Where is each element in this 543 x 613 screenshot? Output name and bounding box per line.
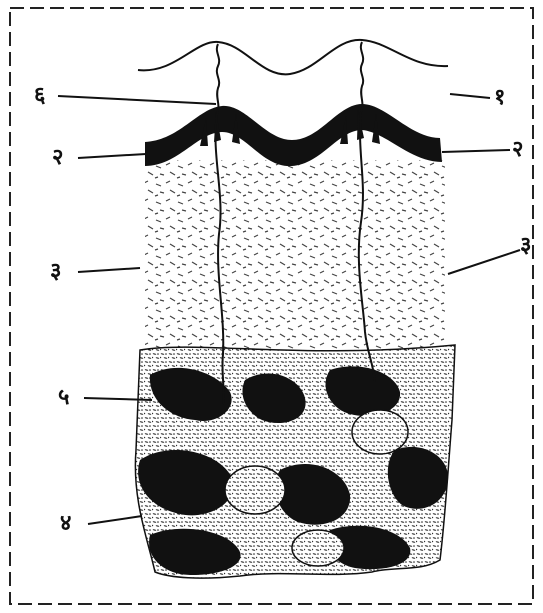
- leader-line-epidermis-right: [442, 150, 510, 152]
- leader-line-epidermis-left: [78, 154, 146, 158]
- epidermis-band: [145, 104, 442, 166]
- label-duct: ६: [34, 84, 45, 106]
- leader-line-surface: [450, 94, 490, 98]
- label-deep-layer: ४: [60, 512, 71, 534]
- dermis-region: [145, 160, 445, 360]
- label-surface: १: [494, 86, 505, 108]
- leader-line-duct: [58, 96, 216, 104]
- leader-line-dermis-left: [78, 268, 140, 272]
- pale-nodule: [352, 410, 408, 454]
- pale-nodule: [225, 466, 285, 514]
- pale-nodule: [292, 530, 344, 566]
- label-dermis-right: ३: [520, 234, 531, 256]
- label-epidermis-right: २: [512, 138, 523, 160]
- label-epidermis-left: २: [52, 146, 63, 168]
- skin-surface-line: [138, 40, 448, 74]
- leader-line-dermis-right: [448, 250, 520, 274]
- leader-line-deep: [88, 516, 142, 524]
- label-dermis-left: ३: [50, 260, 61, 282]
- label-gland-layer: ५: [58, 386, 69, 408]
